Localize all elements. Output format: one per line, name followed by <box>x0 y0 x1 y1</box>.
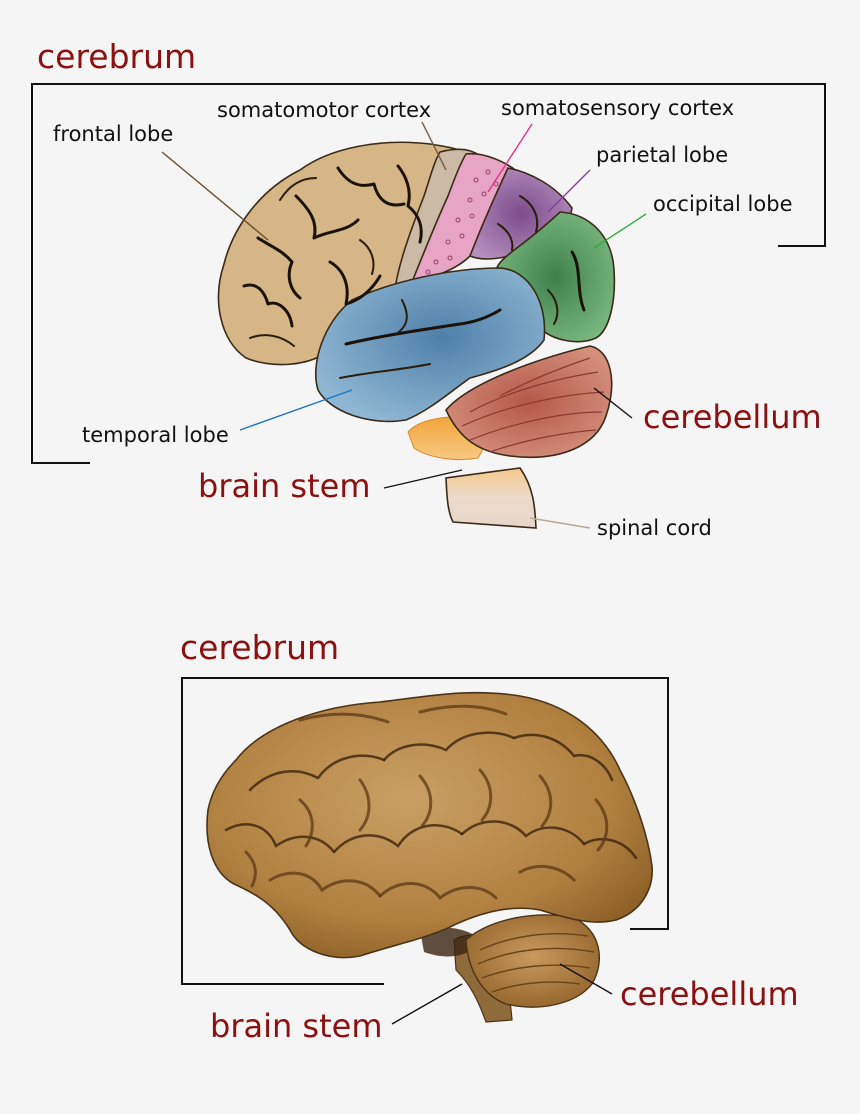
frontal-lobe-leader <box>162 152 268 240</box>
top-brain-stem-label: brain stem <box>198 467 371 505</box>
somatomotor-cortex-label: somatomotor cortex <box>217 98 431 122</box>
top-diagram: cerebrum <box>32 37 825 540</box>
photo-brain-stem-leader <box>392 984 462 1024</box>
occipital-lobe-label: occipital lobe <box>653 192 792 216</box>
top-cerebellum-label: cerebellum <box>643 398 822 436</box>
frontal-lobe-label: frontal lobe <box>53 122 173 146</box>
top-cerebrum-title: cerebrum <box>37 37 196 76</box>
spinal-cord-label: spinal cord <box>597 516 712 540</box>
temporal-lobe-leader <box>240 390 352 430</box>
occipital-leader <box>594 214 646 248</box>
parietal-lobe-label: parietal lobe <box>596 143 728 167</box>
somatosensory-cortex-label: somatosensory cortex <box>501 96 734 120</box>
photo-brain-stem-label: brain stem <box>210 1007 383 1045</box>
temporal-lobe-label: temporal lobe <box>82 423 229 447</box>
photo-cerebellum-label: cerebellum <box>620 975 799 1013</box>
bottom-cerebrum-title: cerebrum <box>180 628 339 667</box>
spinal-cord-region <box>446 468 536 528</box>
spinal-cord-leader <box>530 518 590 528</box>
bottom-photo: cerebrum <box>180 628 799 1045</box>
